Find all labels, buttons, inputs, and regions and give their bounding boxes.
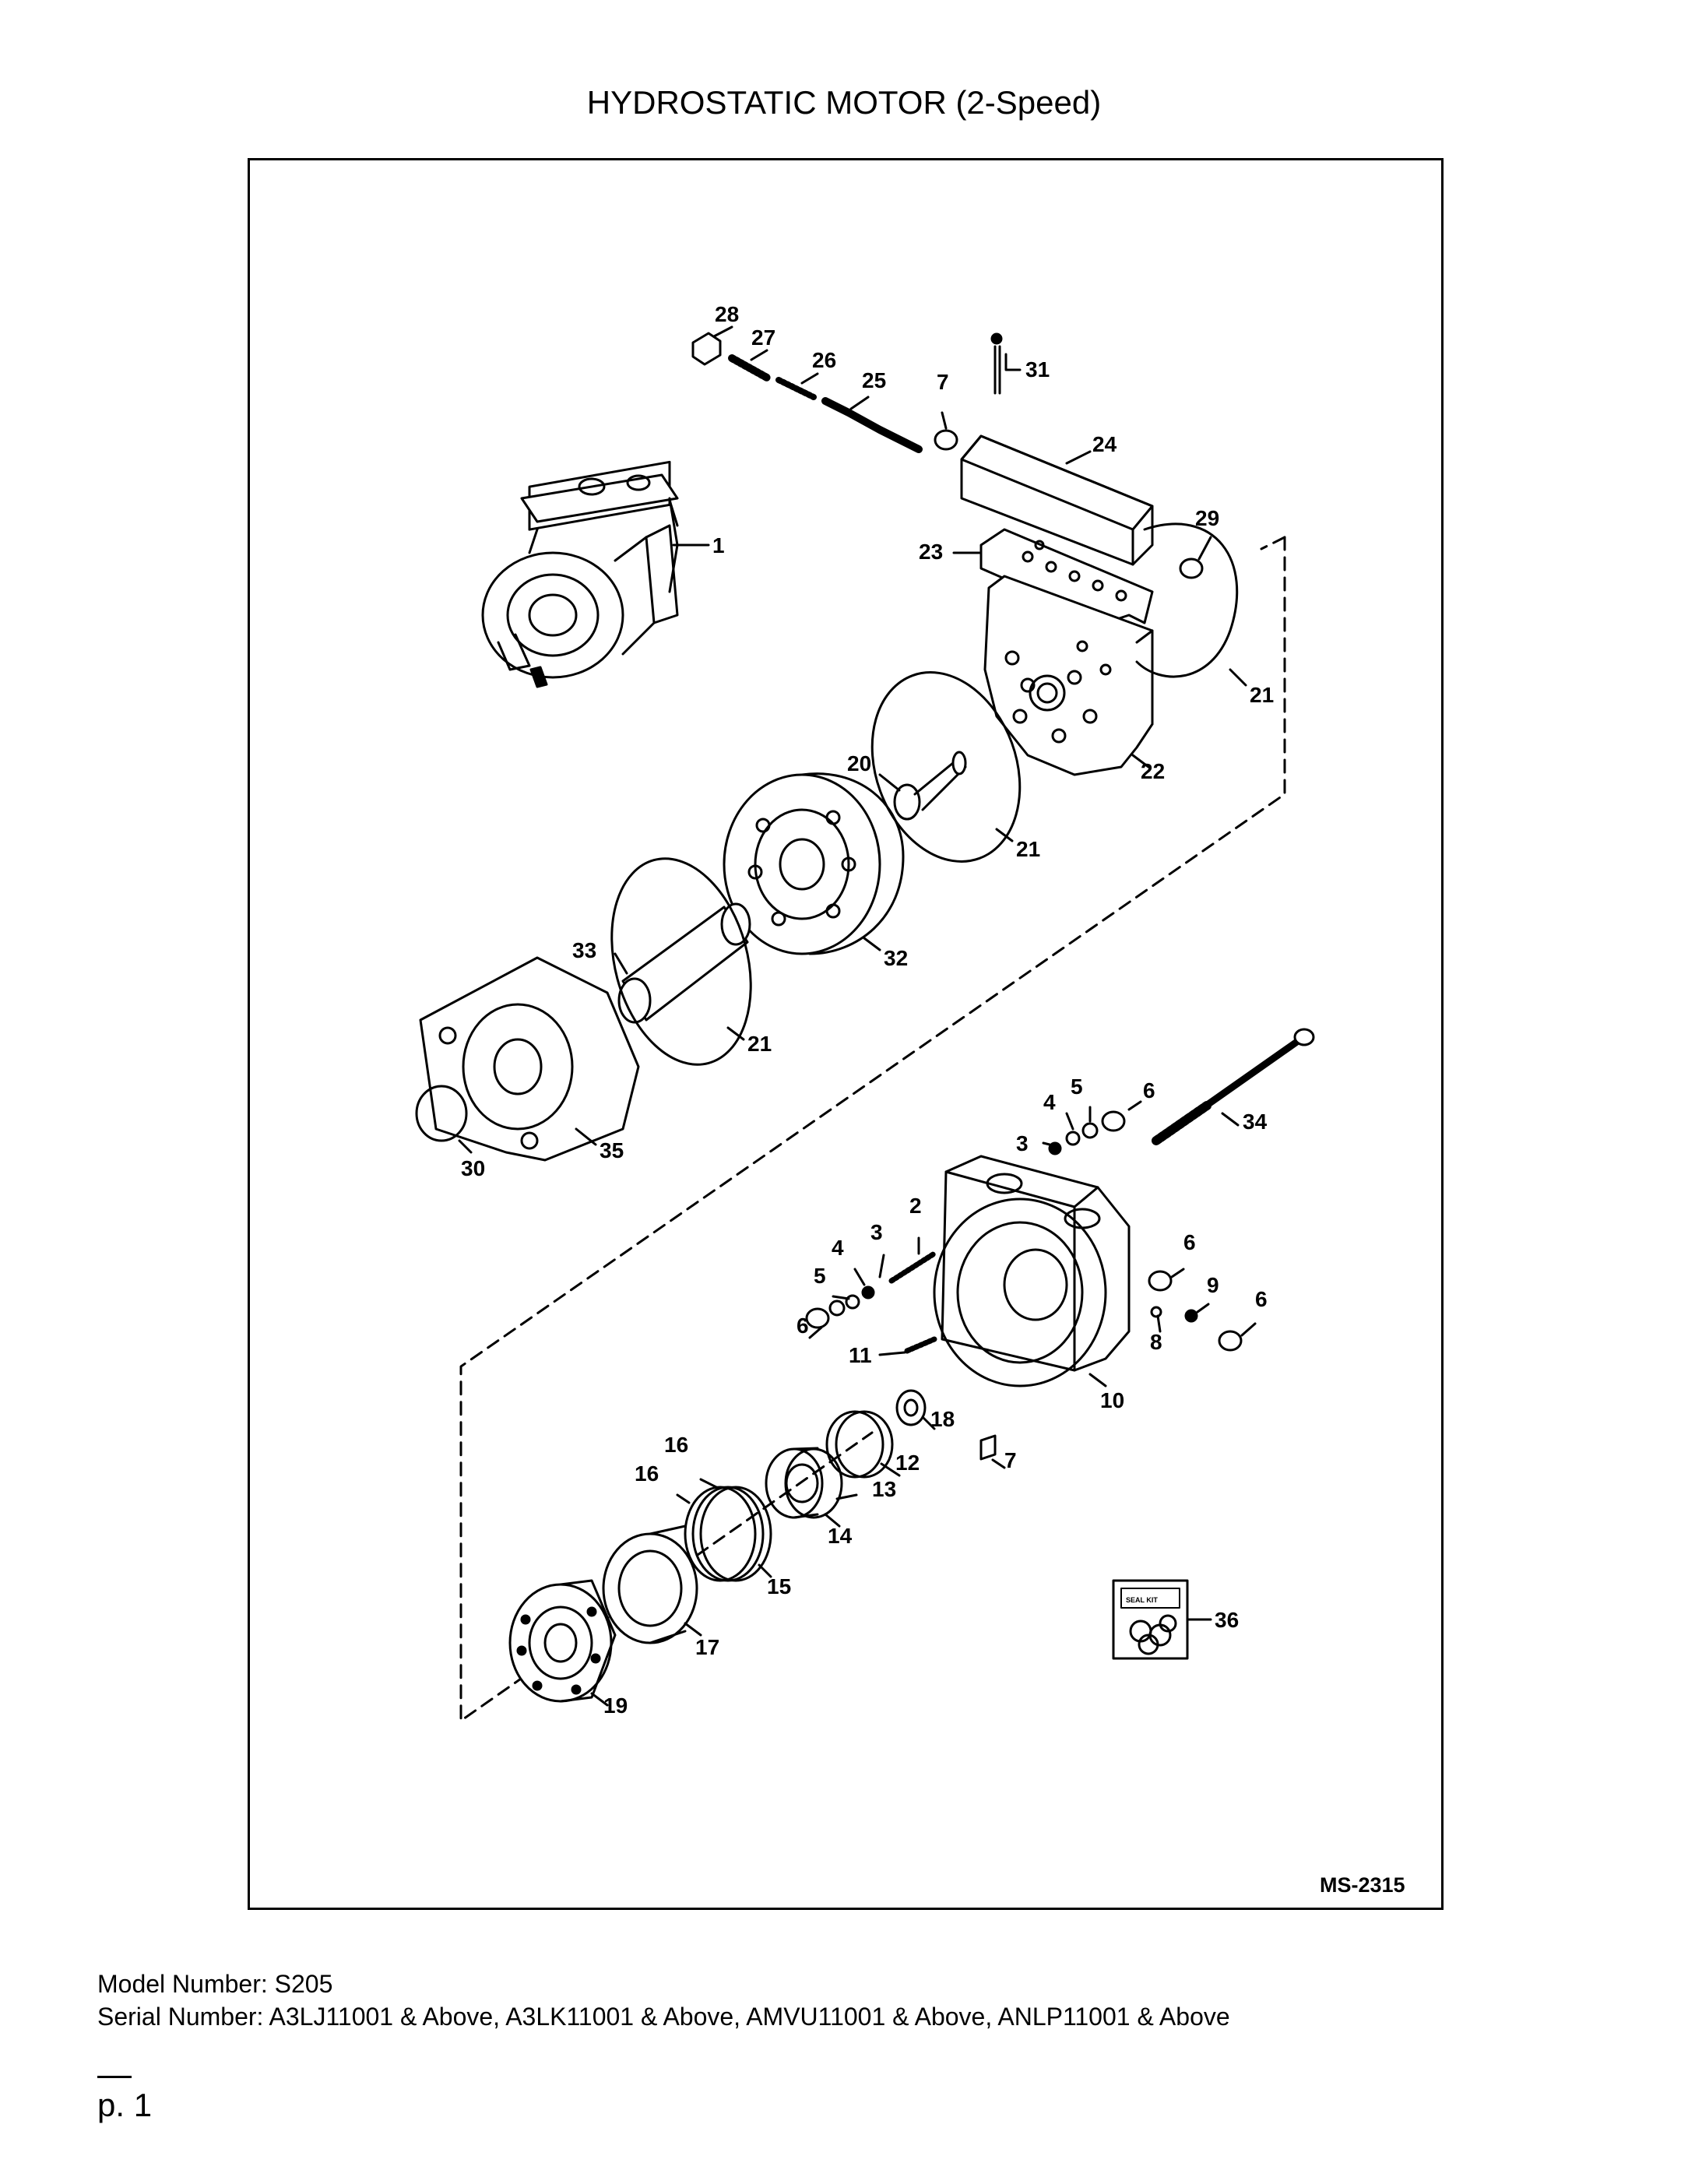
drive-shaft-33 xyxy=(614,902,751,1024)
callout-6-right: 6 xyxy=(1183,1230,1196,1254)
seal-kit-label: SEAL KIT xyxy=(1126,1596,1158,1604)
callout-29: 29 xyxy=(1195,506,1219,530)
callout-5-lower: 5 xyxy=(814,1264,826,1288)
page-title: HYDROSTATIC MOTOR (2-Speed) xyxy=(586,84,1102,121)
model-number: Model Number: S205 xyxy=(97,1970,333,1998)
callout-12: 12 xyxy=(895,1451,920,1475)
drawing-number: MS-2315 xyxy=(1320,1873,1405,1897)
callout-20: 20 xyxy=(847,751,871,775)
callout-3-upper: 3 xyxy=(1016,1131,1029,1155)
callout-1: 1 xyxy=(712,533,725,557)
callout-22: 22 xyxy=(1141,759,1165,783)
callout-4-lower: 4 xyxy=(832,1236,844,1260)
commutator-19 xyxy=(508,1579,617,1707)
housing-small-parts xyxy=(805,1100,1257,1469)
diagram-frame xyxy=(248,158,1444,1910)
retainer-17 xyxy=(602,1525,702,1644)
shaft-20 xyxy=(878,751,967,821)
callout-26: 26 xyxy=(812,348,836,372)
callout-2: 2 xyxy=(909,1194,922,1218)
callout-30: 30 xyxy=(461,1156,485,1180)
o-ring-21-lower xyxy=(610,857,752,1066)
callout-10: 10 xyxy=(1100,1388,1124,1412)
end-cap-22 xyxy=(983,575,1154,776)
spool-and-springs xyxy=(691,325,923,453)
seal-kit-36 xyxy=(1112,1579,1212,1660)
callout-3-lower: 3 xyxy=(870,1220,883,1244)
callout-33: 33 xyxy=(572,938,596,962)
assembled-motor xyxy=(481,460,710,688)
callout-6-far-right: 6 xyxy=(1255,1287,1268,1311)
plug-7-upper xyxy=(934,411,958,451)
callout-17: 17 xyxy=(695,1635,719,1659)
o-ring-30 xyxy=(415,1085,468,1142)
callout-15: 15 xyxy=(767,1574,791,1598)
pin-31 xyxy=(990,332,1022,395)
callout-27: 27 xyxy=(751,325,775,350)
front-flange-35 xyxy=(419,956,640,1162)
page-number: p. 1 xyxy=(97,2087,153,2123)
o-ring-21-upper xyxy=(1135,522,1239,678)
callout-36: 36 xyxy=(1215,1608,1239,1632)
callout-23: 23 xyxy=(919,540,943,564)
callout-5-upper: 5 xyxy=(1071,1074,1083,1099)
page-rule xyxy=(97,2076,132,2078)
callout-18: 18 xyxy=(930,1407,955,1431)
callout-7-lower: 7 xyxy=(1004,1448,1017,1472)
callout-34: 34 xyxy=(1243,1110,1268,1134)
callout-32: 32 xyxy=(884,946,908,970)
valve-body-24 xyxy=(960,434,1154,566)
callout-21-lower: 21 xyxy=(747,1032,772,1056)
housing-10 xyxy=(933,1155,1131,1387)
callout-6-upper: 6 xyxy=(1143,1078,1155,1103)
callout-14: 14 xyxy=(828,1524,853,1548)
callout-21-middle: 21 xyxy=(1016,837,1040,861)
callout-4-upper: 4 xyxy=(1043,1090,1056,1114)
callout-31: 31 xyxy=(1025,357,1050,382)
plug-29 xyxy=(1179,536,1212,579)
callout-24: 24 xyxy=(1092,432,1117,456)
o-ring-21-middle xyxy=(870,671,1022,863)
bearing-13-14 xyxy=(765,1447,858,1528)
callout-9: 9 xyxy=(1207,1273,1219,1297)
seals-15-16 xyxy=(676,1478,772,1582)
callout-11: 11 xyxy=(849,1343,872,1367)
callout-6-left: 6 xyxy=(797,1314,809,1338)
callout-13: 13 xyxy=(872,1477,896,1501)
gerotor-32 xyxy=(723,772,905,955)
callout-7-upper: 7 xyxy=(937,370,949,394)
callout-16-lower: 16 xyxy=(635,1461,659,1486)
washer-18 xyxy=(895,1389,936,1430)
callout-35: 35 xyxy=(600,1138,624,1162)
callout-19: 19 xyxy=(603,1693,628,1718)
callout-16-upper: 16 xyxy=(664,1433,688,1457)
ring-12 xyxy=(825,1410,901,1479)
callout-28: 28 xyxy=(715,302,739,326)
serial-number: Serial Number: A3LJ11001 & Above, A3LK11… xyxy=(97,2003,1230,2031)
callout-21-upper: 21 xyxy=(1250,683,1274,707)
callout-25: 25 xyxy=(862,368,886,392)
bolt-34 xyxy=(1152,1028,1315,1145)
callout-8: 8 xyxy=(1150,1330,1162,1354)
